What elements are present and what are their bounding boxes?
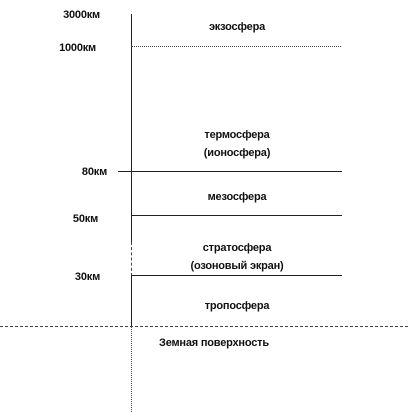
earth-surface-label: Земная поверхность xyxy=(159,337,269,349)
altitude-axis-below-surface xyxy=(131,326,132,412)
altitude-label-80km: 80км xyxy=(81,166,107,178)
layer-stratosphere-note: (озоновый экран) xyxy=(190,260,284,272)
layer-troposphere: тропосфера xyxy=(204,300,270,312)
layer-exosphere: экзосфера xyxy=(208,21,266,33)
altitude-label-30km: 30км xyxy=(74,271,100,283)
earth-surface-line xyxy=(0,326,408,327)
altitude-label-1000km: 1000км xyxy=(59,42,96,54)
layer-thermosphere-note: (ионосфера) xyxy=(203,147,271,159)
altitude-axis-dashed-segment xyxy=(131,242,132,276)
boundary-30km xyxy=(131,275,342,276)
layer-mesosphere: мезосфера xyxy=(207,191,267,203)
boundary-50km xyxy=(131,215,342,216)
boundary-80km xyxy=(118,171,342,172)
altitude-axis xyxy=(131,14,132,242)
altitude-label-3000km: 3000км xyxy=(63,9,100,21)
altitude-axis-lower xyxy=(131,276,132,326)
layer-thermosphere: термосфера xyxy=(204,129,270,141)
boundary-1000km xyxy=(131,46,341,47)
layer-stratosphere: стратосфера xyxy=(202,242,272,254)
altitude-label-50km: 50км xyxy=(72,213,98,225)
